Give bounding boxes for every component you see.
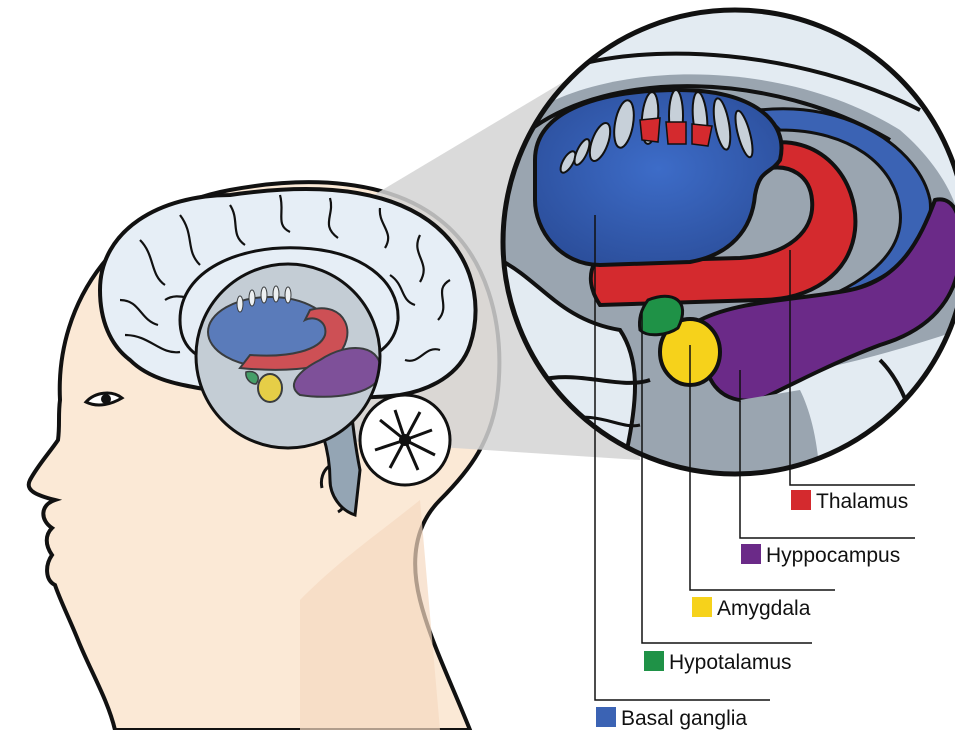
label-hippocampus: Hyppocampus: [741, 544, 900, 567]
amygdala-label: Amygdala: [717, 597, 811, 620]
thalamus-swatch: [791, 490, 811, 510]
label-basal-ganglia: Basal ganglia: [596, 707, 747, 730]
label-thalamus: Thalamus: [791, 490, 908, 513]
amygdala-swatch: [692, 597, 712, 617]
basal-ganglia-swatch: [596, 707, 616, 727]
label-hypothalamus: Hypotalamus: [644, 651, 792, 674]
label-amygdala: Amygdala: [692, 597, 811, 620]
hippocampus-swatch: [741, 544, 761, 564]
basal-ganglia-label: Basal ganglia: [621, 707, 747, 730]
hypothalamus-swatch: [644, 651, 664, 671]
hypothalamus-label: Hypotalamus: [669, 651, 792, 674]
pupil-icon: [101, 394, 111, 404]
hippocampus-label: Hyppocampus: [766, 544, 900, 567]
thalamus-label: Thalamus: [816, 490, 908, 513]
cerebellum: [360, 395, 450, 485]
hypothalamus-shape: [639, 296, 682, 335]
